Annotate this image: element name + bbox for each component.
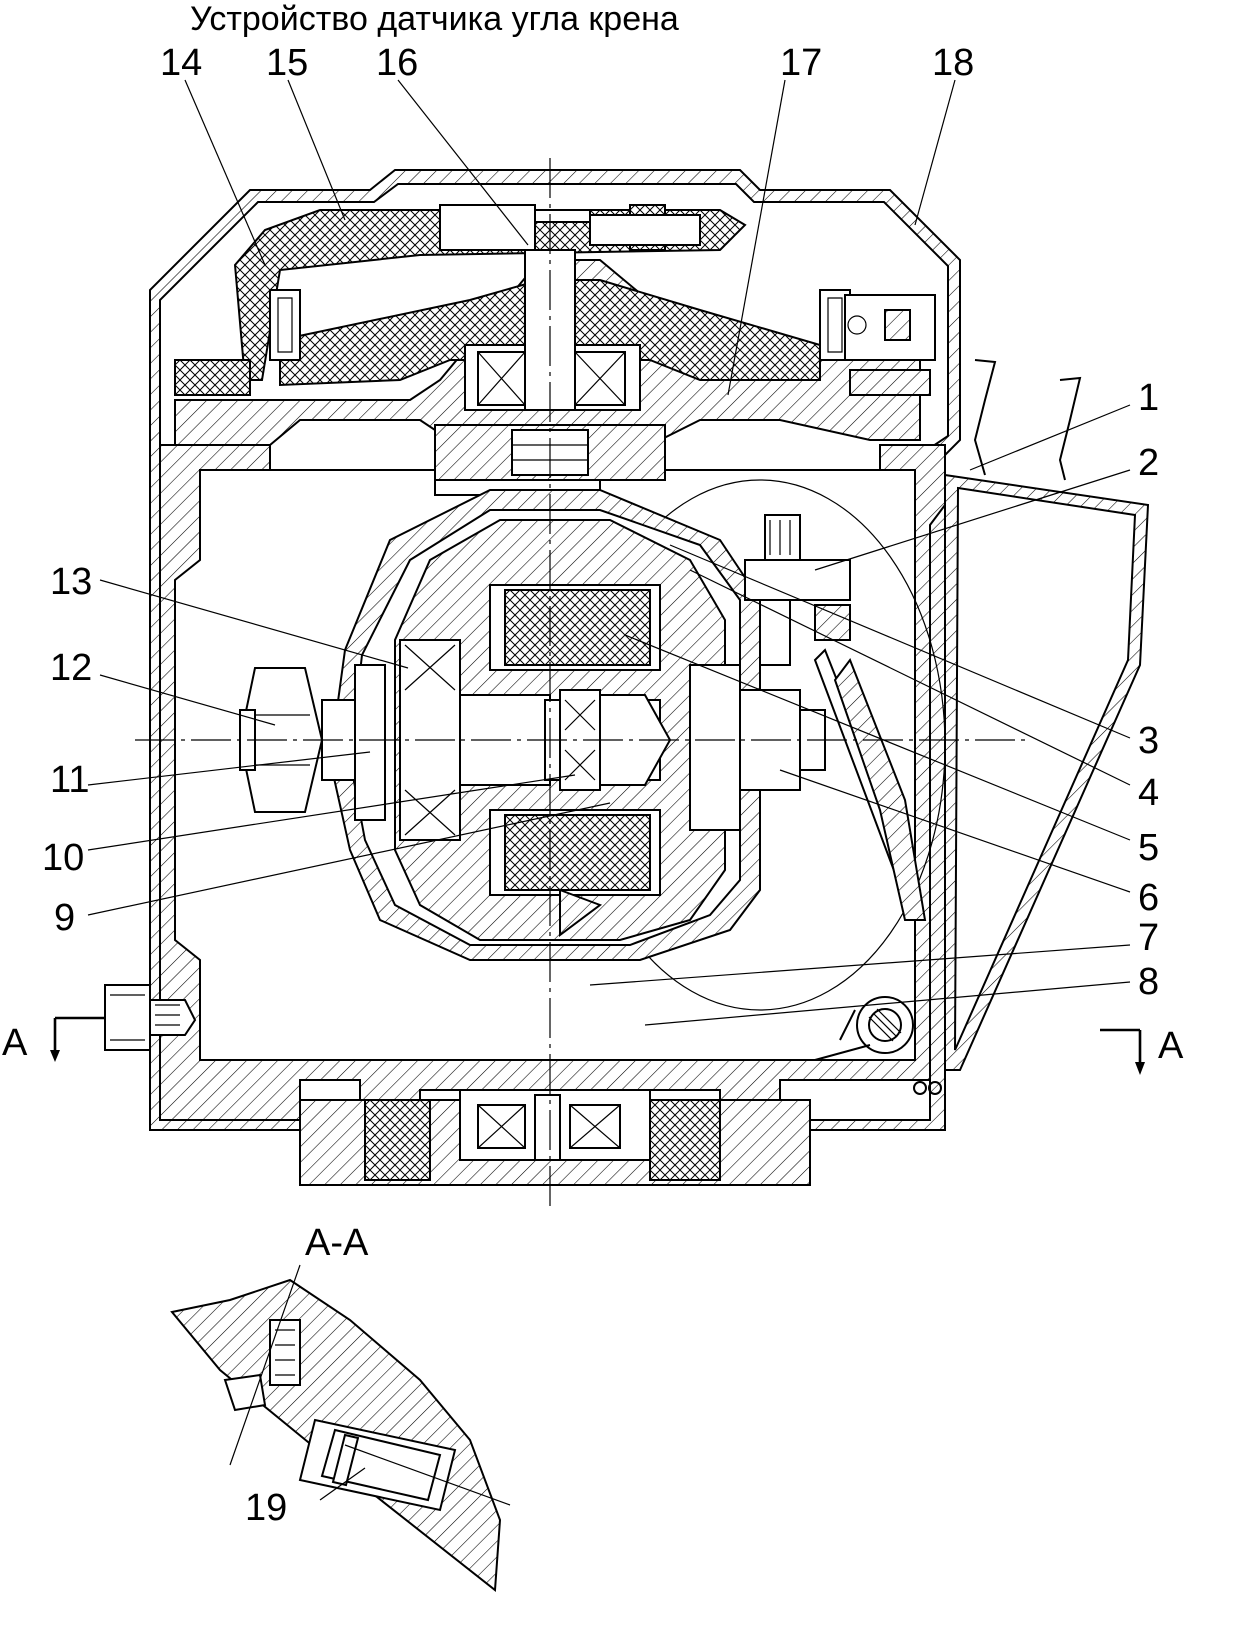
callout-3: 3: [1138, 720, 1159, 762]
callout-19: 19: [245, 1487, 287, 1529]
section-a-a-view: А-А 19: [170, 1222, 511, 1592]
callout-4: 4: [1138, 772, 1159, 814]
callout-9: 9: [54, 897, 75, 939]
callout-8: 8: [1138, 961, 1159, 1003]
callout-2: 2: [1138, 442, 1159, 484]
contact-mechanism: [744, 359, 1150, 1095]
callout-16: 16: [376, 42, 418, 84]
callout-11: 11: [50, 759, 89, 801]
callout-6: 6: [1138, 877, 1159, 919]
callouts-right: 1 2 3 4 5 6 7 8: [1138, 377, 1159, 1003]
callouts-top: 14 15 16 17 18: [160, 42, 974, 84]
callouts-left: 13 12 11 10 9: [42, 561, 92, 939]
callout-17: 17: [780, 42, 822, 84]
leader-lines: [87, 79, 1131, 1026]
section-marker-left: А: [2, 1022, 28, 1064]
callout-10: 10: [42, 837, 84, 879]
callout-12: 12: [50, 647, 92, 689]
section-markers: А А: [2, 1016, 1184, 1075]
callout-1: 1: [1138, 377, 1159, 419]
section-marker-right: А: [1158, 1025, 1184, 1067]
centerlines: [135, 158, 1030, 1210]
section-title: А-А: [305, 1222, 369, 1264]
drawing-title: Устройство датчика угла крена: [190, 0, 679, 38]
callout-5: 5: [1138, 827, 1159, 869]
pendulum-assembly: [238, 479, 946, 1011]
section-screw: [104, 984, 197, 1051]
callout-7: 7: [1138, 917, 1159, 959]
callout-13: 13: [50, 561, 92, 603]
callout-18: 18: [932, 42, 974, 84]
callout-14: 14: [160, 42, 202, 84]
callout-15: 15: [266, 42, 308, 84]
